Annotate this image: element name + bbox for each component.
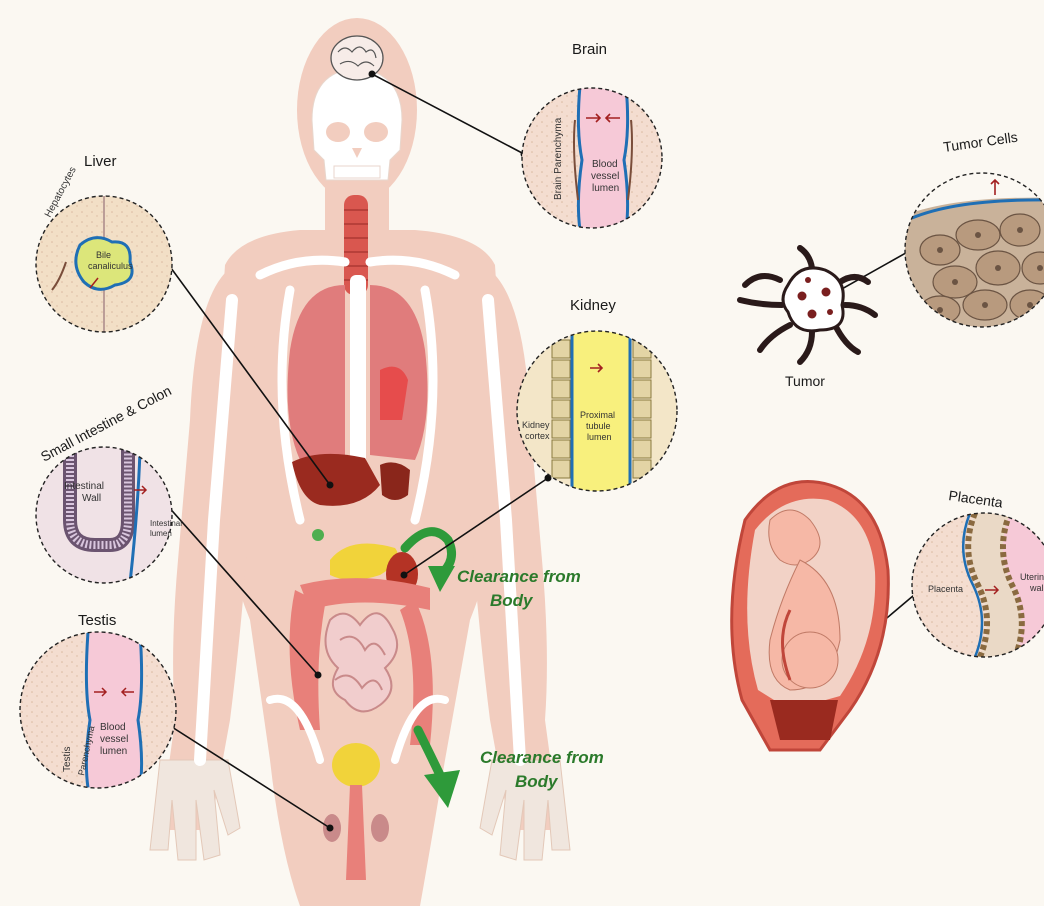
testis-title: Testis bbox=[78, 612, 116, 629]
kidney-left-label-1: Kidney bbox=[522, 420, 550, 430]
clearance-lower-line2: Body bbox=[515, 772, 559, 791]
tumor-organ bbox=[740, 248, 875, 362]
testis-right-label-1: Blood bbox=[100, 722, 126, 733]
kidney-right-label-3: lumen bbox=[587, 432, 612, 442]
clearance-upper-line1: Clearance from bbox=[457, 567, 581, 586]
kidney-right-label-2: tubule bbox=[586, 421, 611, 431]
intestine-lumen-label-1: Intestinal bbox=[150, 519, 182, 528]
placenta-left-label: Placenta bbox=[928, 584, 963, 594]
tumor-title: Tumor bbox=[785, 373, 825, 389]
liver-center-label-2: canaliculus bbox=[88, 261, 133, 271]
placenta-title: Placenta bbox=[948, 487, 1004, 510]
intestine-wall-label-2: Wall bbox=[82, 493, 101, 504]
tumor-cells-title: Tumor Cells bbox=[942, 129, 1018, 155]
intestine-lumen-label-2: lumen bbox=[150, 529, 172, 538]
brain-title: Brain bbox=[572, 41, 607, 58]
kidney-right-label-1: Proximal bbox=[580, 410, 615, 420]
human-body bbox=[150, 18, 570, 906]
clearance-lower-line1: Clearance from bbox=[480, 748, 604, 767]
liver-center-label-1: Bile bbox=[96, 250, 111, 260]
kidney-left-label-2: cortex bbox=[525, 431, 550, 441]
testis-right-label-2: vessel bbox=[100, 734, 128, 745]
skull bbox=[312, 68, 402, 180]
bladder bbox=[332, 743, 380, 787]
testis-left-label-1: Testis bbox=[62, 746, 73, 772]
stomach bbox=[380, 462, 410, 500]
brain-right-label-2: vessel bbox=[591, 171, 619, 182]
brain-left-label: Brain Parenchyma bbox=[553, 117, 564, 200]
right-hand bbox=[150, 760, 240, 860]
intestine-inset: Small Intestine & Colon Intestinal Wall … bbox=[36, 382, 182, 583]
placenta-inset: Placenta Placenta Uterine wall bbox=[912, 487, 1044, 657]
testis-organ-left bbox=[371, 814, 389, 842]
liver-title: Liver bbox=[84, 153, 117, 170]
gallbladder bbox=[312, 529, 324, 541]
testis-inset: Testis Testis Parenchyma Blood vessel lu… bbox=[20, 612, 176, 788]
kidney-title: Kidney bbox=[570, 297, 616, 314]
tumor-cells-inset: Tumor Cells bbox=[905, 129, 1044, 327]
uterus-fetus bbox=[732, 482, 889, 750]
placenta-right-label-1: Uterine bbox=[1020, 572, 1044, 582]
clearance-upper-line2: Body bbox=[490, 591, 534, 610]
brain-right-label-1: Blood bbox=[592, 159, 618, 170]
brain-inset: Brain Brain Parenchyma Blood vessel lume… bbox=[520, 41, 664, 230]
testis-right-label-3: lumen bbox=[100, 746, 127, 757]
kidney-inset: Kidney Kidney cortex Proximal tubule lum… bbox=[517, 297, 677, 491]
brain-right-label-3: lumen bbox=[592, 183, 619, 194]
placenta-right-label-2: wall bbox=[1029, 583, 1044, 593]
intestine-wall-label-1: Intestinal bbox=[64, 481, 104, 492]
liver-inset: Liver Hepatocytes Bile canaliculus bbox=[36, 153, 172, 332]
